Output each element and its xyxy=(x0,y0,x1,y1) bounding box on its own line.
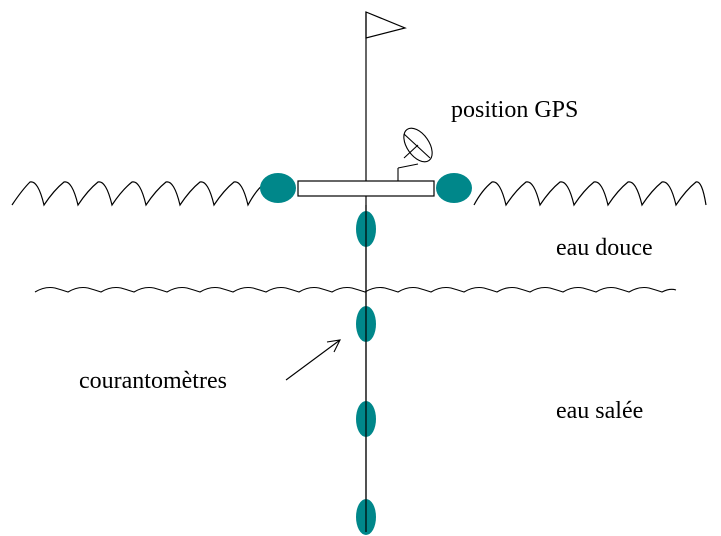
surface-platform xyxy=(297,180,435,197)
surface-waves xyxy=(11,181,707,207)
surface-wave-right xyxy=(473,181,707,207)
surface-wave-left xyxy=(11,181,265,207)
fresh-water-label: eau douce xyxy=(556,235,653,261)
flag-icon xyxy=(365,11,407,39)
satellite-dish-icon xyxy=(397,127,433,181)
float-icon-left xyxy=(260,173,296,203)
current-meters-label: courantomètres xyxy=(79,368,227,394)
halocline-line xyxy=(34,286,677,293)
float-icon-right xyxy=(436,173,472,203)
pointer-arrow xyxy=(285,339,341,381)
gps-label: position GPS xyxy=(451,97,579,123)
salt-water-label: eau salée xyxy=(556,398,644,424)
